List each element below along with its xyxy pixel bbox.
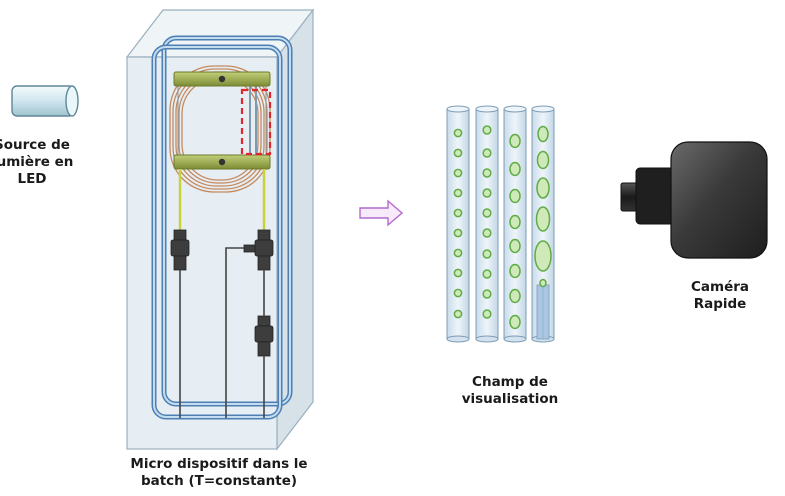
- tubing-loop: [151, 35, 293, 420]
- right-connector: [243, 229, 274, 271]
- capillary-1: [446, 105, 470, 343]
- observation-zone-box: [240, 88, 272, 156]
- micro-device: [151, 35, 293, 420]
- camera-label: Caméra Rapide: [690, 279, 749, 312]
- micro-device-label: Micro dispositif dans le batch (T=consta…: [130, 456, 308, 489]
- capillary-2: [475, 105, 499, 343]
- flow-arrow-icon: [359, 199, 404, 227]
- top-clamp: [173, 71, 271, 87]
- led-light-source-icon: [11, 85, 79, 117]
- lower-connector: [254, 315, 274, 357]
- camera-icon: [620, 141, 768, 259]
- bottom-clamp: [173, 154, 271, 170]
- led-source-label: Source de lumière en LED: [0, 137, 74, 187]
- droplets: [453, 125, 552, 330]
- visualisation-field-label: Champ de visualisation: [461, 374, 559, 407]
- left-connector: [170, 229, 190, 271]
